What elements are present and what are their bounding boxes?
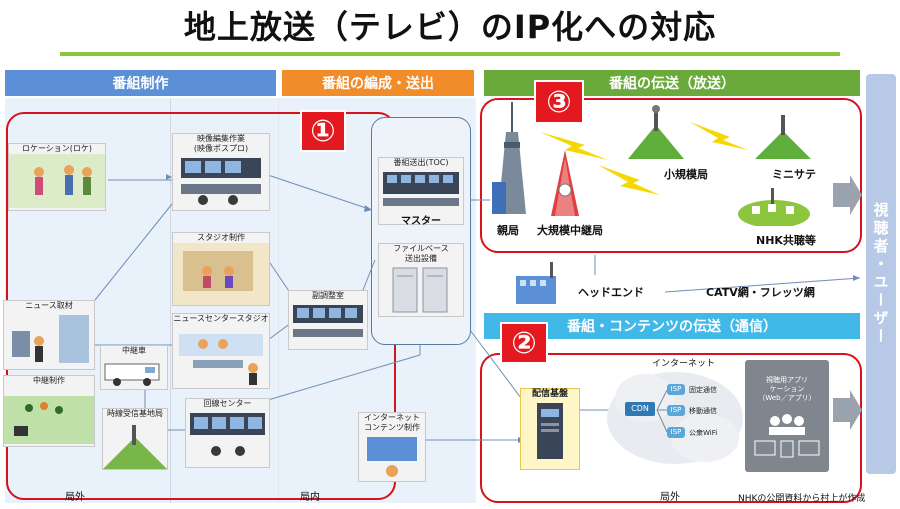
badge-3: ③ — [534, 80, 584, 124]
viewer-label: 視聴者・ユーザー — [871, 202, 890, 346]
tile-file-based: ファイルベース 送出設備 — [378, 243, 464, 317]
relay-tower-icon — [551, 150, 579, 216]
master-label: マスター — [401, 216, 441, 227]
distribution-label: 配信基盤 — [531, 389, 568, 399]
large-relay-label: 大規模中継局 — [537, 224, 603, 237]
studio-label: スタジオ制作 — [197, 233, 245, 242]
studio-illustration — [173, 243, 269, 305]
tile-news-center: ニュースセンタースタジオ — [172, 313, 270, 389]
video-editing-label: 映像編集作業 (映像ポスプロ) — [193, 134, 249, 153]
toc-label: 番組送出(TOC) — [393, 158, 449, 167]
box-communication-area — [480, 353, 862, 503]
receive-base-label: 時線受信基地局 — [107, 409, 163, 418]
mobile-label: 移動通信 — [689, 407, 717, 415]
tile-location: ロケーション(ロケ) — [8, 143, 106, 211]
distribution-server-icon — [537, 403, 563, 459]
small-station-label: 小規模局 — [664, 168, 708, 181]
tile-relay-production: 中継制作 — [3, 375, 95, 447]
wifi-label: 公衆WiFi — [689, 429, 718, 437]
relay-production-label: 中継制作 — [33, 376, 65, 385]
isp-wifi: ISP — [667, 427, 685, 438]
tile-relay-car: 中継車 — [100, 345, 168, 390]
internet-cloud — [607, 372, 743, 464]
band-scheduling: 番組の編成・送出 — [282, 70, 474, 96]
nhk-shared-label: NHK共聴等 — [756, 234, 816, 247]
parent-station-label: 親局 — [497, 224, 519, 237]
receive-base-illustration — [103, 425, 167, 469]
outside-label: 局外 — [65, 492, 85, 503]
head-end-icon — [516, 262, 556, 304]
toc-illustration — [383, 172, 459, 206]
tile-video-editing: 映像編集作業 (映像ポスプロ) — [172, 133, 270, 211]
internet-production-illustration — [367, 437, 417, 477]
box-broadcast-area — [480, 98, 862, 253]
tile-news: ニュース取材 — [3, 300, 95, 370]
viewer-app-panel: 視聴用アプリ ケーション （Web／アプリ） — [745, 360, 829, 472]
sub-control-label: 副調整室 — [312, 291, 344, 300]
page-title: 地上放送（テレビ）のIP化への対応 — [183, 8, 717, 46]
internet-production-label: インターネット コンテンツ制作 — [364, 413, 420, 432]
news-illustration — [12, 315, 89, 363]
title-underline — [60, 52, 840, 56]
relay-production-illustration — [4, 396, 94, 444]
head-end-label: ヘッドエンド — [578, 286, 644, 299]
mini-satellite-label: ミニサテ — [772, 168, 816, 181]
cdn-box: CDN — [625, 402, 655, 416]
tile-internet-production: インターネット コンテンツ制作 — [358, 412, 426, 482]
line-center-label: 回線センター — [203, 399, 252, 408]
relay-car-label: 中継車 — [122, 346, 146, 355]
tile-toc: 番組送出(TOC) マスター — [378, 157, 464, 227]
video-editing-illustration — [181, 158, 261, 205]
news-label: ニュース取材 — [25, 301, 73, 310]
fixed-label: 固定通信 — [689, 386, 717, 394]
internet-label: インターネット — [652, 359, 716, 369]
isp-fixed: ISP — [667, 384, 685, 395]
badge-2: ② — [500, 322, 548, 364]
tile-receive-base: 時線受信基地局 — [102, 408, 168, 470]
news-center-illustration — [179, 334, 263, 385]
line-center-illustration — [190, 413, 265, 456]
devices-icon — [754, 414, 820, 458]
inside-label: 局内 — [300, 492, 320, 503]
tile-line-center: 回線センター — [185, 398, 270, 468]
file-based-label: ファイルベース 送出設備 — [393, 244, 449, 263]
location-illustration — [9, 154, 105, 208]
divider-outside-inside — [170, 98, 171, 503]
sub-control-illustration — [293, 305, 363, 337]
tile-studio: スタジオ制作 — [172, 232, 270, 306]
news-center-label: ニュースセンタースタジオ — [173, 314, 269, 323]
app-label: 視聴用アプリ ケーション （Web／アプリ） — [758, 376, 816, 402]
small-station-icon — [628, 105, 684, 159]
isp-mobile: ISP — [667, 405, 685, 416]
divider-production-scheduling — [278, 98, 279, 503]
file-based-illustration — [392, 267, 448, 313]
nhk-shared-icon — [738, 188, 810, 226]
viewer-column: 視聴者・ユーザー — [866, 74, 896, 474]
outside-label-2: 局外 — [660, 492, 680, 503]
tile-distribution: 配信基盤 — [520, 388, 580, 470]
location-label: ロケーション(ロケ) — [21, 144, 93, 153]
badge-1: ① — [300, 110, 346, 152]
tokyo-skytree-icon — [492, 102, 526, 214]
mini-satellite-icon — [755, 115, 811, 159]
band-production: 番組制作 — [5, 70, 276, 96]
catv-label: CATV網・フレッツ網 — [706, 286, 815, 299]
credit-note: NHKの公開資料から村上が作成 — [738, 494, 866, 504]
relay-car-illustration — [104, 363, 160, 386]
tile-sub-control: 副調整室 — [288, 290, 368, 350]
